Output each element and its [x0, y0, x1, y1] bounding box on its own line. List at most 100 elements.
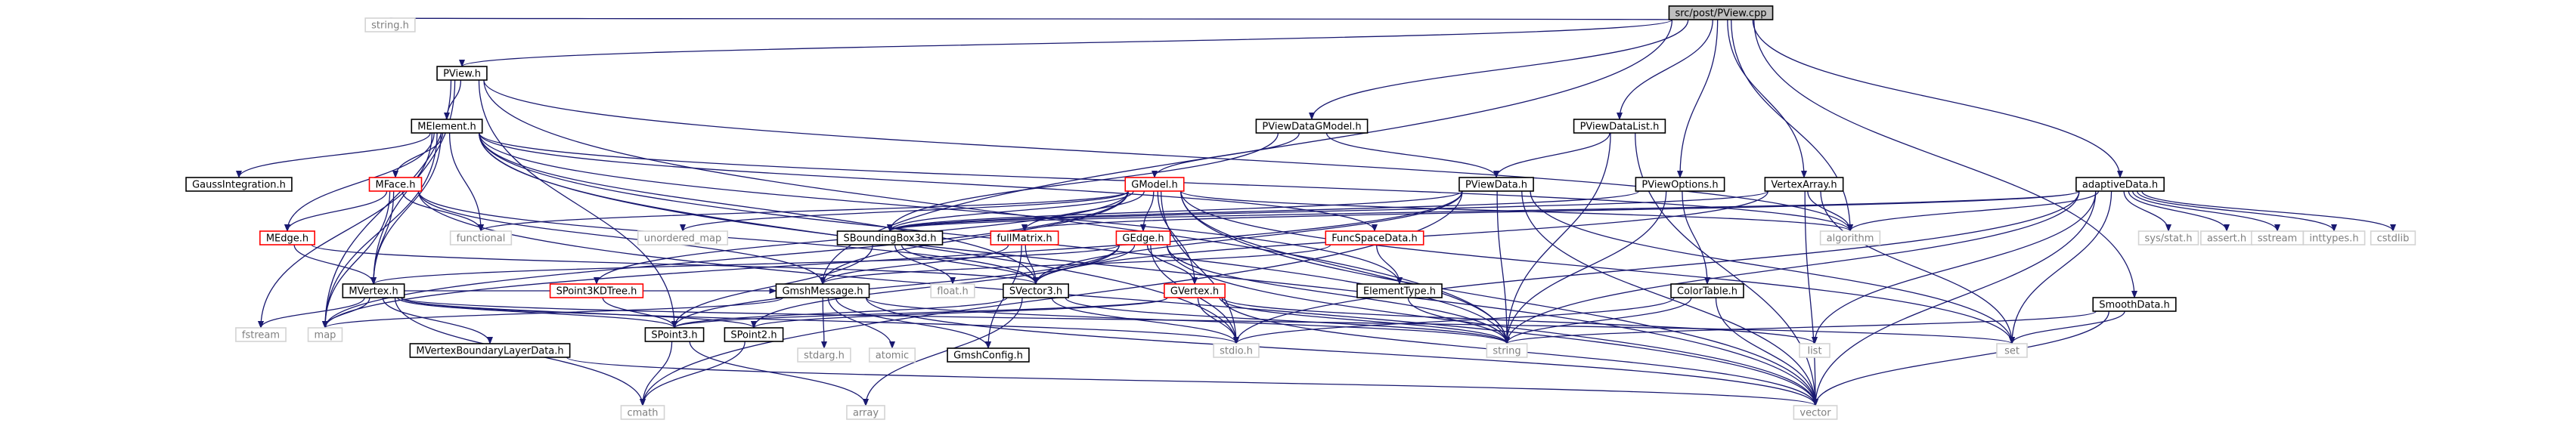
node-gmshmessage-h[interactable]: GmshMessage.h — [775, 283, 870, 298]
node-pviewdatalist-h[interactable]: PViewDataList.h — [1573, 119, 1666, 134]
edge-pviewdata-h-to-map — [322, 190, 1463, 329]
edge-melement-h-to-elementtype-h — [479, 132, 1403, 285]
node-box — [1255, 119, 1369, 134]
edge-pview-cpp-to-pviewdatagmodel-h — [1309, 19, 1689, 120]
node-elementtype-h[interactable]: ElementType.h — [1356, 283, 1443, 298]
edge-adaptivedata-h-to-sstream — [2131, 190, 2280, 232]
edge-pview-h-to-spoint3-h — [478, 79, 677, 329]
node-box — [449, 230, 513, 245]
node-medge-h[interactable]: MEdge.h — [259, 230, 315, 245]
node-svector3-h[interactable]: SVector3.h — [1003, 283, 1069, 298]
edge-gmodel-h-to-fullmatrix-h — [1021, 190, 1145, 232]
edge-adaptivedata-h-to-stdio-h — [1233, 190, 2080, 344]
edge-pviewdatagmodel-h-to-pviewdata-h — [1325, 132, 1499, 178]
edge-adaptivedata-h-to-algorithm — [1847, 190, 2100, 232]
edge-adaptivedata-h-to-cstdlib — [2141, 190, 2396, 232]
node-layer: src/post/PView.cppstring.hPView.hMElemen… — [185, 5, 2416, 420]
edge-gmshmessage-h-to-stdarg-h — [820, 297, 827, 349]
node-label: MVertexBoundaryLayerData.h — [416, 346, 563, 357]
node-mface-h[interactable]: MFace.h — [368, 177, 423, 192]
node-label: SVector3.h — [1009, 286, 1062, 298]
node-pviewoptions-h[interactable]: PViewOptions.h — [1635, 177, 1725, 192]
node-label: algorithm — [1827, 233, 1874, 245]
node-gvertex-h[interactable]: GVertex.h — [1164, 283, 1226, 298]
edge-mface-h-to-map — [322, 190, 391, 329]
edge-svector3-h-to-spoint3-h — [671, 297, 1008, 329]
edge-mface-h-to-medge-h — [284, 190, 388, 232]
node-label: unordered_map — [644, 233, 722, 245]
node-gmshconfig-h[interactable]: GmshConfig.h — [947, 347, 1030, 363]
node-box — [637, 230, 729, 245]
edge-pview-cpp-to-adaptivedata-h — [1752, 19, 2123, 178]
node-pviewdata-h[interactable]: PViewData.h — [1458, 177, 1534, 192]
node-sboundingbox3d-h[interactable]: SBoundingBox3d.h — [836, 230, 944, 245]
node-gmodel-h[interactable]: GModel.h — [1124, 177, 1185, 192]
node-box — [1799, 343, 1830, 358]
node-spoint2-h[interactable]: SPoint2.h — [724, 327, 784, 342]
node-label: list — [1807, 346, 1821, 357]
node-map: map — [307, 327, 343, 342]
edge-colortable-h-to-stdio-h — [1233, 297, 1675, 344]
node-label: atomic — [876, 350, 909, 362]
edge-gedge-h-to-vector — [1166, 244, 1818, 406]
edge-pview-cpp-to-smoothdata-h — [1753, 19, 2137, 298]
node-box — [1668, 5, 1774, 20]
node-pview-cpp[interactable]: src/post/PView.cpp — [1668, 5, 1774, 20]
edge-gvertex-h-to-spoint3-h — [671, 297, 1168, 329]
edge-pviewdatalist-h-to-pviewdata-h — [1493, 132, 1610, 178]
edge-melement-h-to-functional — [448, 132, 484, 232]
node-box — [1670, 283, 1744, 298]
node-box — [2137, 230, 2199, 245]
node-algorithm: algorithm — [1819, 230, 1881, 245]
node-smoothdata-h[interactable]: SmoothData.h — [2092, 297, 2177, 312]
edge-spoint2-h-to-cmath — [640, 341, 746, 406]
node-label: SPoint3.h — [651, 330, 697, 341]
node-box — [990, 230, 1059, 245]
node-colortable-h[interactable]: ColorTable.h — [1670, 283, 1744, 298]
node-box — [2092, 297, 2177, 312]
node-gedge-h[interactable]: GEdge.h — [1115, 230, 1171, 245]
node-functional: functional — [449, 230, 513, 245]
edge-mface-h-to-gmshmessage-h — [417, 190, 826, 285]
node-label: cmath — [627, 408, 658, 419]
node-box — [2302, 230, 2366, 245]
edge-adaptivedata-h-to-string — [1504, 190, 2080, 344]
node-mvertexbl-h[interactable]: MVertexBoundaryLayerData.h — [409, 343, 571, 358]
edge-mvertex-h-to-stdio-h — [401, 297, 1239, 344]
node-box — [1486, 343, 1528, 358]
node-adaptivedata-h[interactable]: adaptiveData.h — [2075, 177, 2165, 192]
node-spoint3-h[interactable]: SPoint3.h — [644, 327, 705, 342]
node-label: SPoint2.h — [730, 330, 777, 341]
node-label: PViewDataList.h — [1580, 122, 1660, 133]
edge-melement-h-to-svector3-h — [479, 132, 1039, 285]
node-box — [930, 283, 975, 298]
node-label: GEdge.h — [1122, 233, 1164, 245]
node-mvertex-h[interactable]: MVertex.h — [342, 283, 405, 298]
node-spoint3kdtree-h[interactable]: SPoint3KDTree.h — [549, 283, 644, 298]
edge-gedge-h-to-string — [1166, 244, 1510, 344]
node-box — [364, 17, 416, 32]
node-string: string — [1486, 343, 1528, 358]
edge-mface-h-to-mvertex-h — [370, 190, 395, 285]
node-label: GaussIntegration.h — [192, 180, 286, 191]
node-label: VertexArray.h — [1771, 180, 1837, 191]
edge-melement-h-to-medge-h — [284, 132, 435, 232]
node-fullmatrix-h[interactable]: fullMatrix.h — [990, 230, 1059, 245]
node-gaussintegration-h[interactable]: GaussIntegration.h — [185, 177, 293, 192]
edge-smoothdata-h-to-set — [2009, 310, 2125, 344]
edge-svector3-h-to-stdio-h — [1051, 297, 1239, 344]
node-funcspacedata-h[interactable]: FuncSpaceData.h — [1325, 230, 1424, 245]
node-atomic: atomic — [868, 347, 916, 363]
node-pview-h[interactable]: PView.h — [436, 66, 488, 81]
node-label: GModel.h — [1131, 180, 1177, 191]
node-box — [1764, 177, 1844, 192]
node-box — [2075, 177, 2165, 192]
node-vertexarray-h[interactable]: VertexArray.h — [1764, 177, 1844, 192]
node-label: src/post/PView.cpp — [1675, 8, 1766, 20]
edge-gmodel-h-to-gmshmessage-h — [820, 190, 1129, 285]
node-box — [1996, 343, 2028, 358]
edge-pviewdatalist-h-to-string — [1504, 132, 1611, 344]
node-pviewdatagmodel-h[interactable]: PViewDataGModel.h — [1255, 119, 1369, 134]
edge-gmodel-h-to-gedge-h — [1140, 190, 1155, 232]
node-melement-h[interactable]: MElement.h — [411, 119, 483, 134]
